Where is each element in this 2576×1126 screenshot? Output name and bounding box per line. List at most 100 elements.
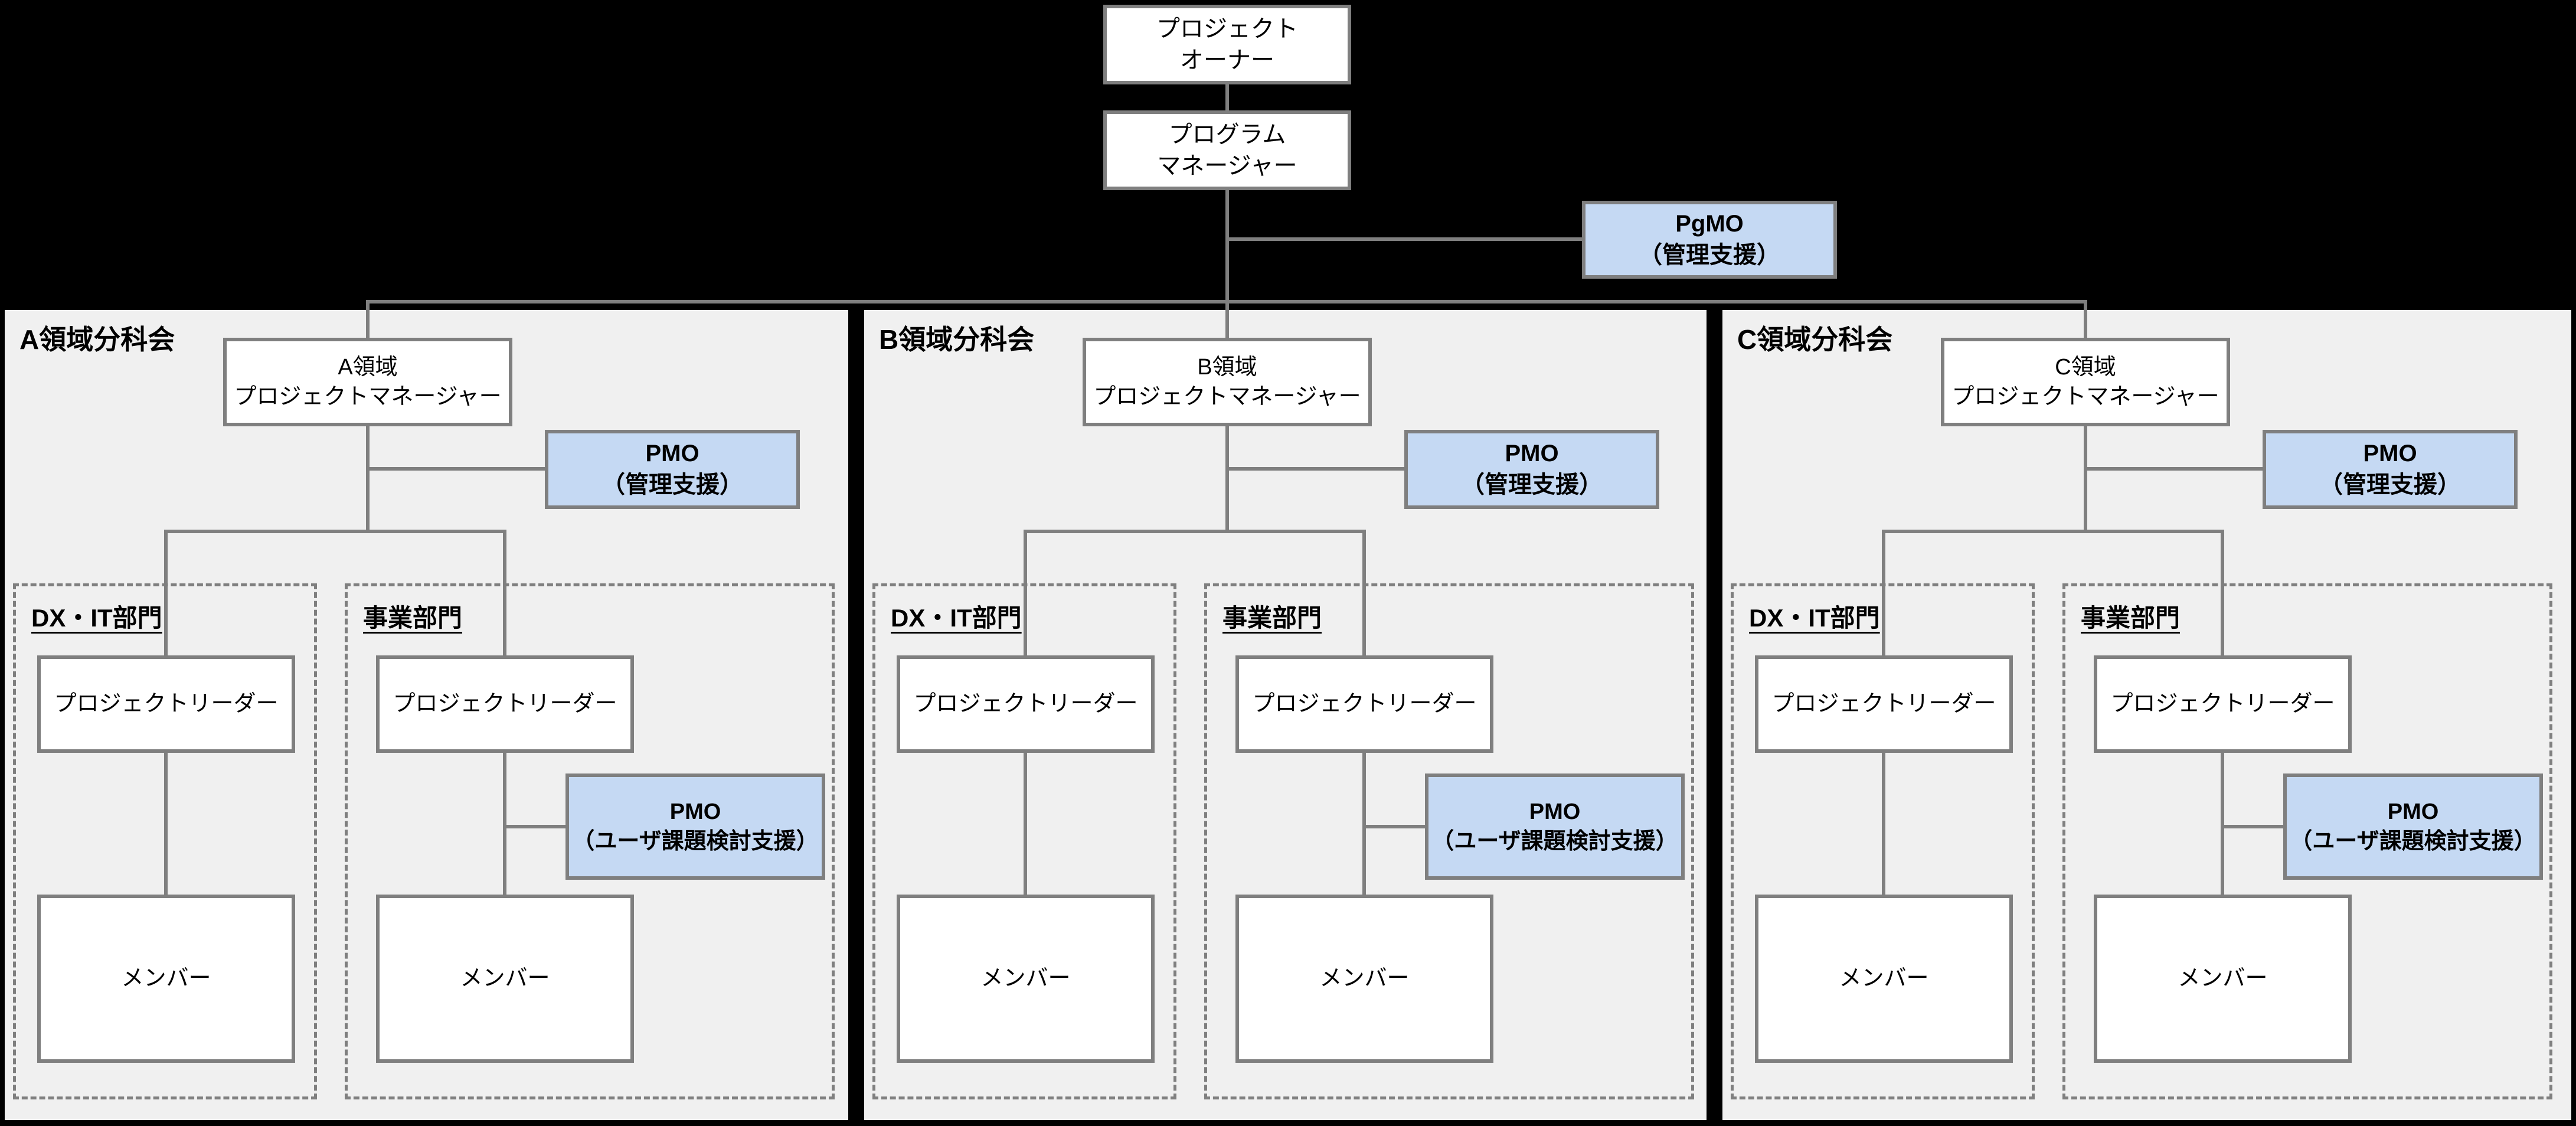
- user-pmo-line2: （ユーザ課題検討支援）: [572, 829, 819, 854]
- section-a-dept-dx-it: DX・IT部門: [13, 583, 317, 1099]
- connector-to-dept2: [503, 530, 506, 655]
- section-b-dept-dx-it: DX・IT部門: [872, 583, 1176, 1099]
- connector-manager-to-pmo: [2085, 467, 2263, 471]
- pgmo-box: PgMO （管理支援）: [1582, 201, 1837, 279]
- dept-business-label: 事業部門: [2081, 604, 2181, 632]
- section-c-panel: C領域分科会 C領域 プロジェクトマネージャー PMO （管理支援） DX・IT…: [1722, 310, 2571, 1120]
- user-pmo-line1: PMO: [669, 799, 721, 824]
- manager-line2: プロジェクトマネージャー: [234, 384, 502, 409]
- connector-leader-member-dept1: [1882, 753, 1885, 895]
- user-pmo-line2: （ユーザ課題検討支援）: [1431, 829, 1678, 854]
- connector-manager-down: [366, 426, 370, 533]
- section-a-panel: A領域分科会 A領域 プロジェクトマネージャー PMO （管理支援） DX・IT…: [5, 310, 848, 1120]
- project-owner-line1: プロジェクト: [1156, 15, 1298, 42]
- manager-line1: A領域: [338, 354, 398, 380]
- connector-to-user-pmo: [1364, 825, 1425, 828]
- connector-branch-to-section-b: [1225, 300, 1229, 339]
- section-c-pmo-box: PMO （管理支援）: [2263, 430, 2518, 509]
- user-pmo-line2: （ユーザ課題検討支援）: [2290, 829, 2536, 854]
- member-label: メンバー: [460, 966, 550, 991]
- connector-pm-to-pgmo: [1225, 237, 1582, 241]
- section-c-title: C領域分科会: [1737, 324, 1893, 355]
- program-manager-box: プログラム マネージャー: [1103, 110, 1351, 190]
- pmo-line2: （管理支援）: [601, 472, 743, 498]
- section-c-dx-member-box: メンバー: [1755, 895, 2013, 1063]
- connector-leader-member-dept1: [164, 753, 168, 895]
- user-pmo-line1: PMO: [1529, 799, 1581, 824]
- section-b-dx-member-box: メンバー: [897, 895, 1155, 1063]
- section-a-title: A領域分科会: [19, 324, 175, 355]
- pgmo-line1: PgMO: [1675, 211, 1744, 237]
- section-c-user-pmo-box: PMO （ユーザ課題検討支援）: [2283, 773, 2543, 880]
- pmo-line1: PMO: [1505, 440, 1559, 467]
- section-b-user-pmo-box: PMO （ユーザ課題検討支援）: [1425, 773, 1685, 880]
- section-c-dx-leader-box: プロジェクトリーダー: [1755, 655, 2013, 753]
- pmo-line2: （管理支援）: [2319, 472, 2461, 498]
- project-owner-box: プロジェクト オーナー: [1103, 5, 1351, 84]
- connector-to-dept1: [164, 530, 168, 655]
- leader-label: プロジェクトリーダー: [913, 691, 1138, 717]
- connector-to-dept1: [1024, 530, 1027, 655]
- leader-label: プロジェクトリーダー: [1252, 691, 1477, 717]
- connector-owner-to-pm: [1225, 84, 1229, 110]
- manager-line1: C領域: [2055, 354, 2116, 380]
- section-b-dx-leader-box: プロジェクトリーダー: [897, 655, 1155, 753]
- connector-leader-member-dept2: [1362, 753, 1366, 895]
- pmo-line1: PMO: [2363, 440, 2417, 467]
- connector-branch-to-section-a: [366, 300, 370, 339]
- connector-to-dept2: [2221, 530, 2224, 655]
- section-a-dx-leader-box: プロジェクトリーダー: [37, 655, 295, 753]
- pmo-line2: （管理支援）: [1461, 472, 1603, 498]
- section-a-business-leader-box: プロジェクトリーダー: [376, 655, 634, 753]
- section-b-panel: B領域分科会 B領域 プロジェクトマネージャー PMO （管理支援） DX・IT…: [864, 310, 1707, 1120]
- connector-to-dept1: [1882, 530, 1885, 655]
- dept-dx-it-label: DX・IT部門: [31, 604, 162, 632]
- section-c-dept-dx-it: DX・IT部門: [1731, 583, 2035, 1099]
- section-c-manager-box: C領域 プロジェクトマネージャー: [1941, 338, 2230, 426]
- leader-label: プロジェクトリーダー: [2110, 691, 2335, 717]
- section-b-title: B領域分科会: [879, 324, 1035, 355]
- connector-manager-to-pmo: [368, 467, 545, 471]
- pmo-line1: PMO: [645, 440, 699, 467]
- section-a-pmo-box: PMO （管理支援）: [545, 430, 800, 509]
- member-label: メンバー: [1839, 966, 1929, 991]
- connector-leader-member-dept2: [2221, 753, 2224, 895]
- section-a-user-pmo-box: PMO （ユーザ課題検討支援）: [565, 773, 825, 880]
- connector-split-line: [1882, 530, 2224, 533]
- section-c-dept-business: 事業部門: [2062, 583, 2552, 1099]
- section-a-business-member-box: メンバー: [376, 895, 634, 1063]
- pgmo-line2: （管理支援）: [1639, 242, 1780, 268]
- section-c-business-member-box: メンバー: [2094, 895, 2352, 1063]
- connector-manager-down: [1225, 426, 1229, 533]
- member-label: メンバー: [1319, 966, 1410, 991]
- dept-dx-it-label: DX・IT部門: [891, 604, 1022, 632]
- project-owner-line2: オーナー: [1180, 47, 1274, 73]
- section-b-business-leader-box: プロジェクトリーダー: [1235, 655, 1493, 753]
- section-c-business-leader-box: プロジェクトリーダー: [2094, 655, 2352, 753]
- leader-label: プロジェクトリーダー: [54, 691, 279, 717]
- connector-leader-member-dept1: [1024, 753, 1027, 895]
- section-a-manager-box: A領域 プロジェクトマネージャー: [223, 338, 512, 426]
- section-b-pmo-box: PMO （管理支援）: [1404, 430, 1659, 509]
- connector-leader-member-dept2: [503, 753, 506, 895]
- section-a-dx-member-box: メンバー: [37, 895, 295, 1063]
- member-label: メンバー: [121, 966, 211, 991]
- dept-business-label: 事業部門: [1222, 604, 1322, 632]
- connector-to-dept2: [1362, 530, 1366, 655]
- dept-dx-it-label: DX・IT部門: [1749, 604, 1880, 632]
- leader-label: プロジェクトリーダー: [393, 691, 617, 717]
- section-a-dept-business: 事業部門: [345, 583, 835, 1099]
- section-b-dept-business: 事業部門: [1204, 583, 1694, 1099]
- connector-to-user-pmo: [2222, 825, 2283, 828]
- connector-branch-to-section-c: [2084, 300, 2087, 339]
- section-b-business-member-box: メンバー: [1235, 895, 1493, 1063]
- leader-label: プロジェクトリーダー: [1771, 691, 1996, 717]
- program-manager-line2: マネージャー: [1157, 152, 1297, 179]
- connector-pm-to-branch: [1225, 190, 1229, 303]
- connector-manager-down: [2084, 426, 2087, 533]
- dept-business-label: 事業部門: [363, 604, 463, 632]
- program-manager-line1: プログラム: [1168, 121, 1286, 148]
- connector-split-line: [164, 530, 506, 533]
- connector-manager-to-pmo: [1227, 467, 1404, 471]
